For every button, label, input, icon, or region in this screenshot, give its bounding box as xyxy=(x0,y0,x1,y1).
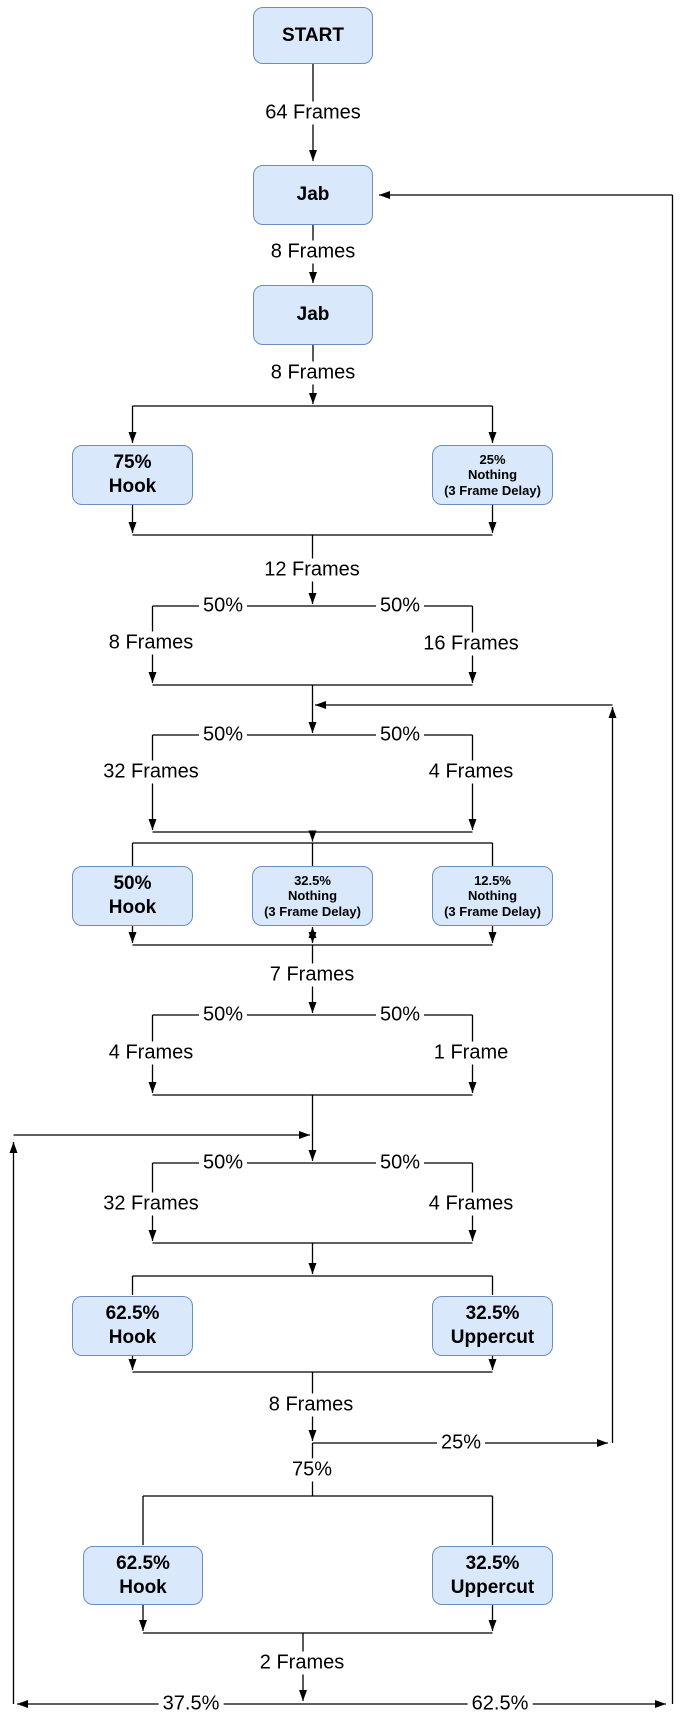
edge-label-37-5pct: 37.5% xyxy=(158,1692,224,1716)
node-start-label: START xyxy=(282,24,344,46)
node-uppercut-32-5-b-move: Uppercut xyxy=(450,1576,535,1598)
node-hook-62-5-b-move: Hook xyxy=(119,1576,167,1598)
edge-label-75pct: 75% xyxy=(287,1458,337,1482)
node-jab-1-label: Jab xyxy=(296,184,330,205)
node-nothing-32-5-delay: (3 Frame Delay) xyxy=(264,903,361,919)
node-jab-2: Jab xyxy=(253,285,373,345)
node-jab-2-label: Jab xyxy=(296,304,330,325)
edge-label-32-frames-1: 32 Frames xyxy=(99,760,203,784)
edge-label-62-5pct: 62.5% xyxy=(467,1692,533,1716)
node-nothing-32-5-move: Nothing xyxy=(287,888,338,904)
node-hook-62-5-b-pct: 62.5% xyxy=(116,1552,170,1574)
node-uppercut-32-5-a: 32.5% Uppercut xyxy=(432,1296,553,1356)
edge-label-50pct-2r: 50% xyxy=(375,723,425,747)
edge-label-50pct-3l: 50% xyxy=(198,1003,248,1027)
node-nothing-12-5: 12.5% Nothing (3 Frame Delay) xyxy=(432,866,553,926)
edge-label-50pct-4r: 50% xyxy=(375,1151,425,1175)
node-nothing-32-5-pct: 32.5% xyxy=(294,872,331,888)
edge-label-25pct: 25% xyxy=(436,1431,486,1455)
node-nothing-25-pct: 25% xyxy=(479,451,506,467)
edge-label-4-frames-2: 4 Frames xyxy=(104,1041,198,1065)
edge-label-8-frames-4: 8 Frames xyxy=(264,1393,358,1417)
node-hook-50-pct: 50% xyxy=(113,873,152,894)
edge-label-32-frames-2: 32 Frames xyxy=(99,1192,203,1216)
node-nothing-12-5-move: Nothing xyxy=(467,888,518,904)
edge-label-50pct-1r: 50% xyxy=(375,594,425,618)
edge-label-1-frame: 1 Frame xyxy=(429,1041,513,1065)
node-jab-1: Jab xyxy=(253,165,373,225)
node-hook-75-move: Hook xyxy=(108,476,157,497)
edge-label-50pct-1l: 50% xyxy=(198,594,248,618)
edge-label-8-frames-2: 8 Frames xyxy=(266,361,360,385)
node-uppercut-32-5-b-pct: 32.5% xyxy=(465,1552,520,1574)
node-nothing-25: 25% Nothing (3 Frame Delay) xyxy=(432,445,553,505)
node-hook-62-5-a-pct: 62.5% xyxy=(105,1303,160,1324)
edge-label-16-frames: 16 Frames xyxy=(419,632,523,656)
edge-label-4-frames-1: 4 Frames xyxy=(424,760,518,784)
node-nothing-12-5-pct: 12.5% xyxy=(474,872,511,888)
edge-label-8-frames-3: 8 Frames xyxy=(104,631,198,655)
node-hook-50: 50% Hook xyxy=(72,866,193,926)
node-nothing-25-move: Nothing xyxy=(467,467,518,483)
edge-label-7-frames: 7 Frames xyxy=(265,963,359,987)
edge-label-64-frames: 64 Frames xyxy=(261,101,365,125)
node-uppercut-32-5-b: 32.5% Uppercut xyxy=(432,1546,553,1605)
node-nothing-32-5: 32.5% Nothing (3 Frame Delay) xyxy=(252,866,373,926)
edge-label-50pct-4l: 50% xyxy=(198,1151,248,1175)
node-uppercut-32-5-a-move: Uppercut xyxy=(450,1327,535,1348)
edge-label-50pct-2l: 50% xyxy=(198,723,248,747)
node-hook-75: 75% Hook xyxy=(72,445,193,505)
node-hook-62-5-b: 62.5% Hook xyxy=(83,1546,203,1605)
edge-label-12-frames: 12 Frames xyxy=(260,558,364,582)
node-hook-62-5-a-move: Hook xyxy=(108,1327,157,1348)
edge-label-4-frames-3: 4 Frames xyxy=(424,1192,518,1216)
edge-label-8-frames-1: 8 Frames xyxy=(266,240,360,264)
node-hook-50-move: Hook xyxy=(108,897,157,918)
node-nothing-12-5-delay: (3 Frame Delay) xyxy=(444,903,541,919)
node-nothing-25-delay: (3 Frame Delay) xyxy=(444,482,541,498)
node-uppercut-32-5-a-pct: 32.5% xyxy=(465,1303,520,1324)
node-start: START xyxy=(253,7,373,64)
node-hook-62-5-a: 62.5% Hook xyxy=(72,1296,193,1356)
node-hook-75-pct: 75% xyxy=(113,452,152,473)
edge-label-50pct-3r: 50% xyxy=(375,1003,425,1027)
edge-label-2-frames: 2 Frames xyxy=(255,1651,349,1675)
